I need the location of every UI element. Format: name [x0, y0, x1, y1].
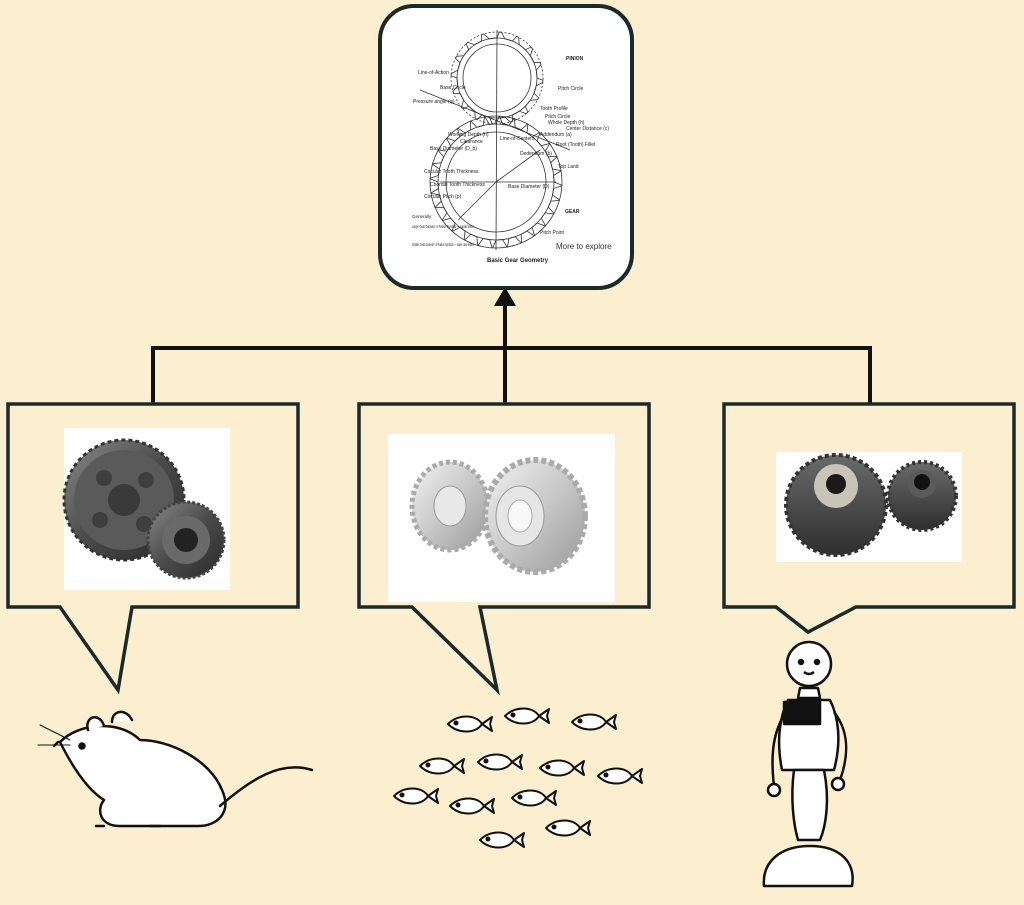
robot-panel	[722, 402, 1016, 635]
fish-eye	[453, 720, 459, 726]
spur-gears-pair-icon	[62, 438, 226, 580]
fish-eye	[577, 718, 583, 724]
label-line-of-centers: Line-of-Centers	[500, 136, 535, 142]
fish-icon	[449, 797, 495, 815]
top-image-box	[378, 4, 634, 290]
label-center-distance: Center Distance (c)	[566, 126, 609, 132]
note-1: Larger Gear Diameter or Radius Symbols —…	[412, 224, 474, 229]
label-base-diameter-2: Base Diameter (D)	[508, 184, 550, 190]
label-pinion: PINION	[566, 56, 584, 62]
label-pitch-circle: Pitch Circle	[558, 86, 584, 92]
fish-eye	[510, 712, 516, 718]
label-pressure-angle: Pressure angle (φ)	[413, 99, 455, 105]
label-root: Root (Tooth) Fillet	[556, 142, 596, 148]
fish-eye	[551, 824, 557, 830]
label-chordal-tooth-thickness: Chordal Tooth Thickness	[430, 182, 485, 188]
label-whole-depth: Whole Depth (h)	[548, 120, 585, 126]
label-pitch-circle-2: Pitch Circle	[545, 114, 571, 120]
fish-icon	[504, 707, 550, 725]
arrow-head-icon	[494, 287, 516, 306]
label-circular-tooth-thickness: Circular Tooth Thickness	[424, 169, 479, 175]
label-base-diameter: Base Diameter (D_b)	[430, 146, 477, 152]
fish-icon	[571, 713, 617, 731]
label-tooth-profile: Tooth Profile	[540, 106, 568, 112]
helical-gears-pair-icon	[409, 457, 588, 575]
gear-teeth	[429, 31, 563, 249]
gear-tooth-outline	[450, 31, 544, 125]
fish-icon	[393, 787, 439, 805]
label-working-depth: Working Depth (h)	[448, 132, 489, 138]
drawing-labels: PINION GEAR Line-of-Action Base Circle P…	[412, 56, 609, 247]
label-circular-pitch: Circular Pitch (p)	[424, 194, 462, 200]
fish-eye	[545, 764, 551, 770]
label-base-circle: Base Circle	[440, 85, 466, 91]
more-to-explore-button[interactable]: More to explore	[553, 241, 615, 252]
label-clearance: Clearance	[460, 139, 483, 145]
steel-gears-pair-icon	[784, 453, 958, 557]
label-pitch-point: Pitch Point	[540, 230, 565, 236]
mouse-panel	[6, 402, 300, 695]
fish-icon	[477, 753, 523, 771]
note-head: Generally:	[412, 214, 433, 219]
fish-icon	[545, 819, 591, 837]
label-addendum: Addendum (a)	[540, 132, 572, 138]
label-gear: GEAR	[565, 209, 580, 215]
fish-icon	[539, 759, 585, 777]
fish-eye	[455, 802, 461, 808]
label-dedendum: Dedendum (b)	[520, 151, 552, 157]
fish-panel	[357, 402, 651, 696]
fish-icon	[479, 831, 525, 849]
fish-icon	[511, 789, 557, 807]
label-line-of-action: Line-of-Action	[418, 70, 449, 76]
note-2: Smaller Gear Diameter or Radius Symbols …	[412, 242, 474, 247]
fish-icon	[597, 767, 643, 785]
fish-icon	[419, 757, 465, 775]
fish-school-icon	[393, 707, 643, 849]
fish-eye	[485, 836, 491, 842]
gear-tooth-outline	[429, 115, 563, 249]
drawing-caption: Basic Gear Geometry	[487, 258, 549, 264]
fish-eye	[603, 772, 609, 778]
fish-eye	[399, 792, 405, 798]
mouse-icon	[37, 710, 314, 828]
fish-eye	[425, 762, 431, 768]
fish-eye	[483, 758, 489, 764]
label-top-land: Top Land	[558, 164, 579, 170]
fish-eye	[517, 794, 523, 800]
fish-icon	[447, 715, 493, 733]
robot-icon	[762, 640, 854, 888]
branch-connector	[151, 346, 872, 404]
connector-lines	[151, 302, 872, 404]
